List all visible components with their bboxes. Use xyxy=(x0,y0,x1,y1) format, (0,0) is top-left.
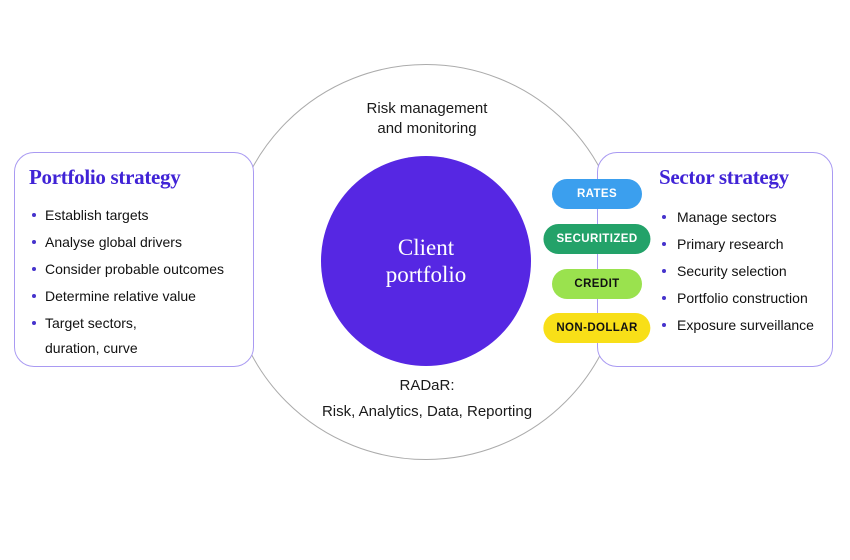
bullet-icon xyxy=(32,213,36,217)
list-item: Establish targets xyxy=(29,207,243,224)
list-item: Determine relative value xyxy=(29,288,243,305)
portfolio-strategy-title: Portfolio strategy xyxy=(29,165,181,189)
bullet-icon xyxy=(662,296,666,300)
bullet-icon xyxy=(32,321,36,325)
bullet-icon xyxy=(32,294,36,298)
list-item-label: Portfolio construction xyxy=(677,290,808,306)
list-item-label: Consider probable outcomes xyxy=(45,261,224,277)
sector-strategy-list: Manage sectors Primary research Security… xyxy=(659,209,824,334)
client-portfolio-line2: portfolio xyxy=(385,262,467,287)
list-item: Security selection xyxy=(659,263,824,280)
radar-title: RADaR: xyxy=(399,377,455,394)
sector-strategy-title: Sector strategy xyxy=(659,165,789,189)
list-item: Exposure surveillance xyxy=(659,317,824,334)
bullet-icon xyxy=(32,240,36,244)
list-item-label: Primary research xyxy=(677,236,784,252)
non-dollar-pill: NON-DOLLAR xyxy=(543,313,651,343)
client-portfolio-line1: Client xyxy=(397,235,455,260)
bullet-icon xyxy=(662,323,666,327)
list-item: Target sectors,duration, curve xyxy=(29,315,243,357)
list-item-label: Establish targets xyxy=(45,207,149,223)
list-item-label: Manage sectors xyxy=(677,209,777,225)
list-item-label: Analyse global drivers xyxy=(45,234,182,250)
radar-subtitle: Risk, Analytics, Data, Reporting xyxy=(321,403,533,420)
list-item-label: Determine relative value xyxy=(45,288,196,304)
list-item-continuation: duration, curve xyxy=(45,340,138,356)
rates-pill: RATES xyxy=(552,179,642,209)
portfolio-strategy-list: Establish targets Analyse global drivers… xyxy=(29,207,243,357)
bullet-icon xyxy=(32,267,36,271)
client-portfolio-circle: Client portfolio xyxy=(321,156,531,366)
list-item: Manage sectors xyxy=(659,209,824,226)
credit-pill: CREDIT xyxy=(552,269,642,299)
bullet-icon xyxy=(662,242,666,246)
list-item: Consider probable outcomes xyxy=(29,261,243,278)
bullet-icon xyxy=(662,269,666,273)
bullet-icon xyxy=(662,215,666,219)
list-item: Portfolio construction xyxy=(659,290,824,307)
risk-management-line1: Risk management xyxy=(366,100,488,117)
securitized-pill: SECURITIZED xyxy=(543,224,651,254)
risk-management-label: Risk management and monitoring xyxy=(228,99,626,139)
list-item-label: Target sectors,duration, curve xyxy=(45,315,138,356)
list-item-label: Exposure surveillance xyxy=(677,317,814,333)
risk-management-line2: and monitoring xyxy=(377,120,477,137)
list-item-label: Security selection xyxy=(677,263,787,279)
list-item: Analyse global drivers xyxy=(29,234,243,251)
list-item: Primary research xyxy=(659,236,824,253)
portfolio-strategy-panel: Portfolio strategy Establish targets Ana… xyxy=(14,152,254,367)
radar-label: RADaR: Risk, Analytics, Data, Reporting xyxy=(228,378,626,420)
